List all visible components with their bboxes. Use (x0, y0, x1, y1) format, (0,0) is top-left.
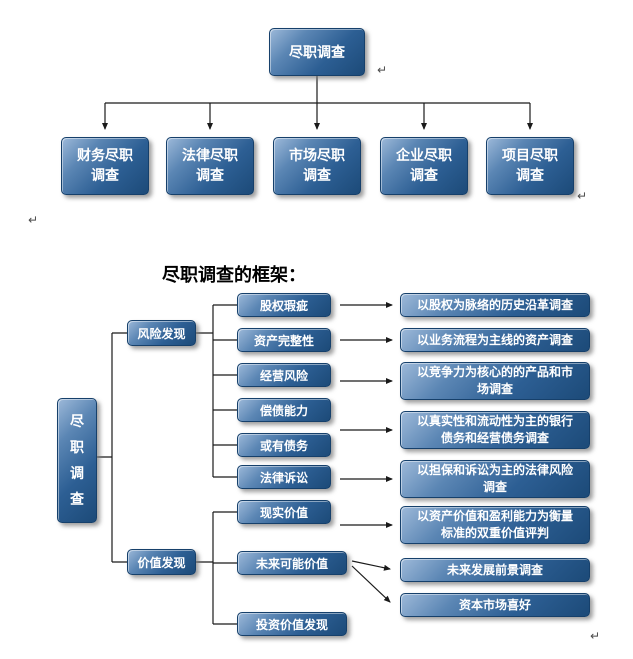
org-node-label: 市场尽职调查 (289, 148, 345, 184)
risk-item-litigation: 法律诉讼 (237, 465, 331, 489)
line-break-mark: ↵ (28, 213, 39, 227)
org-node-financial-dd: 财务尽职调查 (61, 137, 149, 195)
category-node-risk-discovery: 风险发现 (127, 320, 196, 346)
desc-node-dual-value-assessment: 以资产价值和盈利能力为衡量标准的双重价值评判 (400, 506, 590, 544)
value-item-current-value: 现实价值 (237, 500, 331, 524)
value-item-future-value: 未来可能价值 (237, 551, 347, 575)
framework-title: 尽职调查的框架： (162, 265, 306, 286)
desc-node-capital-market-preference: 资本市场喜好 (400, 593, 590, 617)
org-node-label: 企业尽职调查 (396, 148, 452, 184)
org-node-label: 财务尽职调查 (77, 148, 133, 184)
framework-root-label: 尽职调查 (70, 413, 84, 508)
risk-item-asset-integrity: 资产完整性 (237, 328, 331, 352)
org-node-market-dd: 市场尽职调查 (273, 137, 361, 195)
org-node-label: 项目尽职调查 (502, 148, 558, 184)
risk-item-equity-defects: 股权瑕疵 (237, 293, 331, 317)
line-break-mark: ↵ (590, 629, 601, 643)
desc-node-debt-survey: 以真实性和流动性为主的银行债务和经营债务调查 (400, 411, 590, 449)
risk-item-operating-risk: 经营风险 (237, 363, 331, 387)
org-root-node: 尽职调查 (269, 28, 365, 76)
org-node-label: 法律尽职调查 (182, 148, 238, 184)
risk-item-solvency: 偿债能力 (237, 398, 331, 422)
desc-node-future-prospects-survey: 未来发展前景调查 (400, 558, 590, 582)
framework-root-node: 尽职调查 (57, 398, 97, 523)
line-break-mark: ↵ (577, 189, 588, 203)
org-node-legal-dd: 法律尽职调查 (166, 137, 254, 195)
org-node-project-dd: 项目尽职调查 (486, 137, 574, 195)
desc-node-asset-survey: 以业务流程为主线的资产调查 (400, 328, 590, 352)
org-node-enterprise-dd: 企业尽职调查 (380, 137, 468, 195)
desc-node-product-market-survey: 以竞争力为核心的的产品和市场调查 (400, 362, 590, 400)
category-node-value-discovery: 价值发现 (127, 549, 196, 575)
risk-item-contingent-debt: 或有债务 (237, 433, 331, 457)
line-break-mark: ↵ (377, 63, 388, 77)
desc-node-equity-history-survey: 以股权为脉络的历史沿革调查 (400, 293, 590, 317)
value-item-investment-value: 投资价值发现 (237, 612, 347, 636)
desc-node-legal-risk-survey: 以担保和诉讼为主的法律风险调查 (400, 460, 590, 498)
